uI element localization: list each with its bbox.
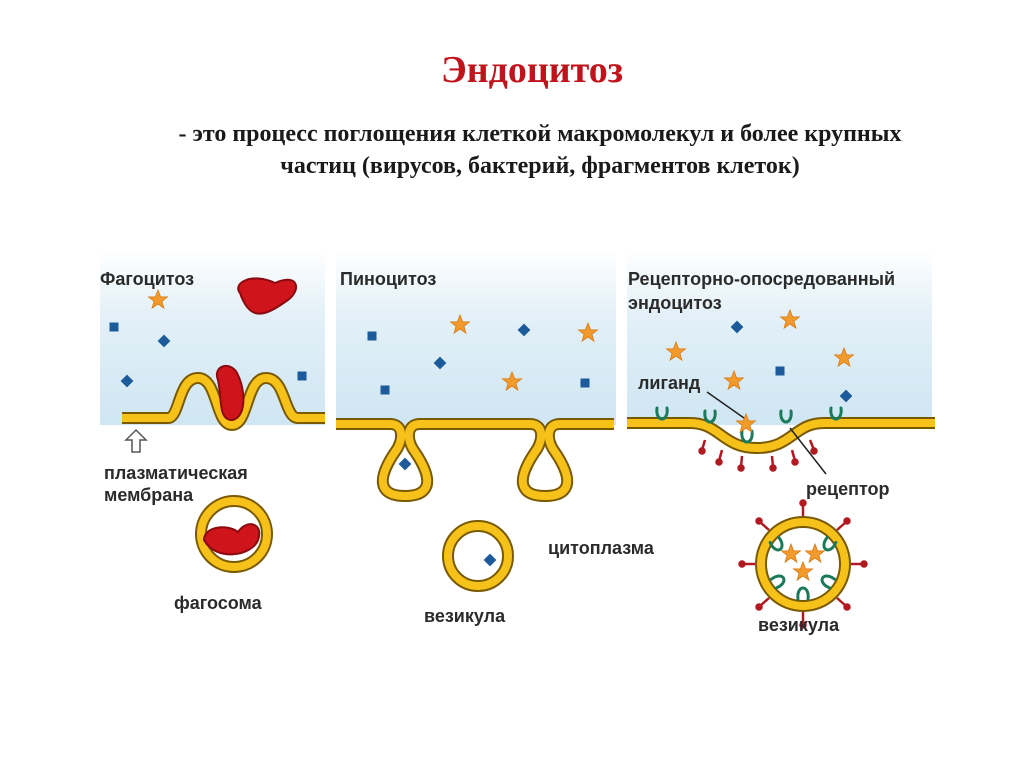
engulfed-bacterium: [215, 365, 245, 422]
molecule-square: [775, 366, 785, 376]
coat-proteins: [698, 439, 818, 472]
pino-extracellular-region: [336, 250, 616, 425]
molecule-square: [380, 385, 390, 395]
receptor-label: рецептор: [806, 479, 890, 499]
slide-subtitle-line2: частиц (вирусов, бактерий, фрагментов кл…: [280, 153, 800, 179]
arrow-up-icon: [124, 428, 148, 453]
pino-membrane: [336, 418, 614, 502]
pino-vesicle-label: везикула: [424, 606, 506, 626]
receptor-extracellular-region: [627, 250, 932, 425]
pinocytosis-title: Пиноцитоз: [340, 269, 437, 289]
molecule-square: [109, 322, 119, 332]
ligand-label: лиганд: [638, 373, 701, 393]
bacterium-particle: [237, 277, 298, 315]
pino-vesicle: [442, 520, 514, 592]
receptor-endocytosis-title-line1: Рецепторно-опосредованный: [628, 269, 896, 289]
phagosome-label: фагосома: [174, 593, 262, 613]
slide-subtitle: - это процесс поглощения клеткой макромо…: [90, 118, 990, 182]
phagocytosis-title: Фагоцитоз: [100, 269, 195, 289]
receptor-vesicle: [738, 499, 868, 629]
molecule-square: [580, 378, 590, 388]
receptor-pointer-line: [789, 427, 827, 475]
molecule-diamond: [398, 457, 412, 471]
receptor-icon: [740, 429, 754, 444]
plasma-membrane-label-line1: плазматическая: [104, 463, 248, 483]
receptor-membrane: [627, 417, 935, 454]
slide-title: Эндоцитоз: [440, 49, 624, 91]
receptor-vesicle-label: везикула: [758, 615, 840, 635]
receptor-endocytosis-title-line2: эндоцитоз: [628, 293, 722, 313]
ligand-pointer-line: [706, 391, 745, 419]
slide-subtitle-line1: - это процесс поглощения клеткой макромо…: [178, 121, 902, 147]
cytoplasm-label: цитоплазма: [548, 538, 654, 558]
molecule-square: [367, 331, 377, 341]
plasma-membrane-label-line2: мембрана: [104, 485, 194, 505]
molecule-square: [297, 371, 307, 381]
phagosome: [195, 495, 273, 573]
phago-membrane: [122, 372, 325, 431]
